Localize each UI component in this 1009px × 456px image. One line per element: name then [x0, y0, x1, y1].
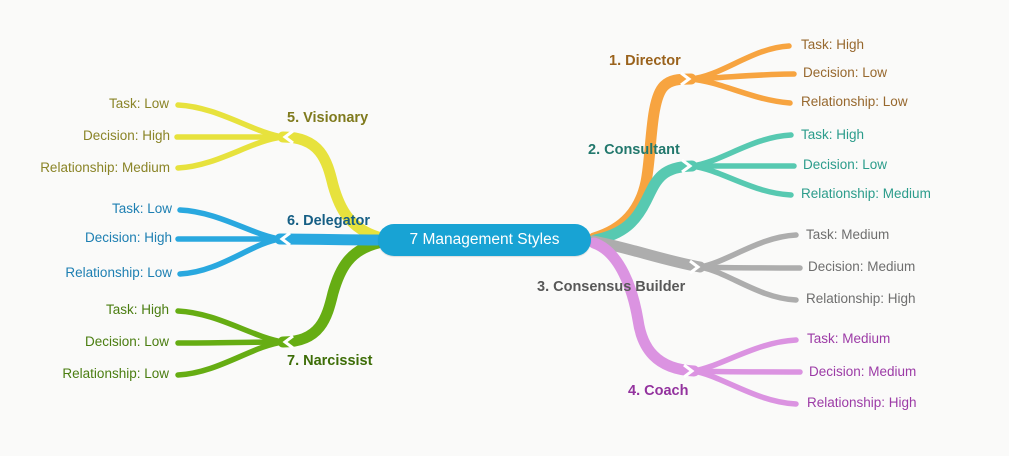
leaf-line-delegator-relationship [177, 236, 283, 277]
topic-delegator[interactable]: 6. Delegator [287, 213, 370, 229]
leaf-line-consensus-decision [697, 264, 803, 271]
branch-line-delegator [274, 233, 384, 246]
leaf-line-director-relationship [688, 76, 793, 106]
leaf-delegator-decision[interactable]: Decision: High [84, 230, 172, 245]
collapse-chevron-icon [689, 259, 701, 275]
leaf-line-narcissist-task [175, 308, 286, 345]
leaf-line-consultant-task [689, 132, 794, 169]
leaf-line-coach-relationship [691, 368, 799, 407]
leaf-consensus-decision[interactable]: Decision: Medium [808, 259, 916, 274]
leaf-visionary-task[interactable]: Task: Low [108, 96, 169, 111]
leaf-line-consultant-relationship [689, 163, 794, 198]
leaf-narcissist-task[interactable]: Task: High [105, 302, 169, 317]
leaf-line-coach-decision [691, 368, 803, 375]
leaf-delegator-task[interactable]: Task: Low [111, 201, 172, 216]
topic-consensus-builder[interactable]: 3. Consensus Builder [537, 279, 686, 295]
leaf-line-visionary-task [175, 102, 286, 140]
leaf-line-coach-task [691, 337, 799, 374]
leaf-visionary-decision[interactable]: Decision: High [82, 128, 170, 143]
leaf-line-narcissist-relationship [175, 339, 286, 378]
leaf-director-decision[interactable]: Decision: Low [803, 65, 888, 80]
collapse-chevron-icon [282, 334, 294, 350]
leaf-coach-decision[interactable]: Decision: Medium [809, 364, 917, 379]
collapse-chevron-icon [279, 231, 291, 247]
leaf-consensus-relationship[interactable]: Relationship: High [806, 291, 916, 306]
central-topic[interactable]: 7 Management Styles [378, 224, 591, 256]
branch-lines-coach [588, 237, 803, 407]
leaf-visionary-relationship[interactable]: Relationship: Medium [40, 160, 170, 175]
topic-narcissist[interactable]: 7. Narcissist [287, 353, 373, 369]
leaf-coach-relationship[interactable]: Relationship: High [807, 395, 917, 410]
leaf-consultant-decision[interactable]: Decision: Low [803, 157, 888, 172]
leaf-director-task[interactable]: Task: High [801, 37, 865, 52]
leaf-line-consensus-relationship [697, 264, 799, 303]
leaf-line-visionary-relationship [175, 134, 286, 171]
branch-line-consultant [589, 160, 698, 246]
collapse-chevron-icon [683, 363, 695, 379]
leaf-director-relationship[interactable]: Relationship: Low [801, 94, 908, 109]
topic-consultant[interactable]: 2. Consultant [588, 142, 680, 158]
branch-lines-delegator [175, 207, 384, 277]
topic-visionary[interactable]: 5. Visionary [287, 110, 369, 126]
leaf-line-delegator-task [177, 207, 283, 242]
leaf-narcissist-relationship[interactable]: Relationship: Low [62, 366, 169, 381]
branch-line-narcissist [277, 237, 384, 348]
branch-line-coach [588, 237, 700, 377]
branch-lines-consultant [589, 132, 797, 246]
collapse-chevron-icon [681, 158, 693, 174]
branch-lines-visionary [174, 102, 384, 243]
leaf-narcissist-decision[interactable]: Decision: Low [84, 334, 169, 349]
collapse-chevron-icon [680, 71, 692, 87]
leaf-consensus-task[interactable]: Task: Medium [806, 227, 890, 242]
branch-lines-narcissist [175, 237, 384, 378]
leaf-consultant-relationship[interactable]: Relationship: Medium [801, 186, 931, 201]
topic-director[interactable]: 1. Director [609, 53, 681, 69]
leaf-delegator-relationship[interactable]: Relationship: Low [65, 265, 172, 280]
leaf-consultant-task[interactable]: Task: High [801, 127, 865, 142]
leaf-line-consensus-task [697, 232, 799, 270]
branch-line-visionary [277, 131, 384, 243]
leaf-coach-task[interactable]: Task: Medium [807, 331, 891, 346]
collapse-chevron-icon [282, 129, 294, 145]
topic-coach[interactable]: 4. Coach [628, 383, 689, 399]
